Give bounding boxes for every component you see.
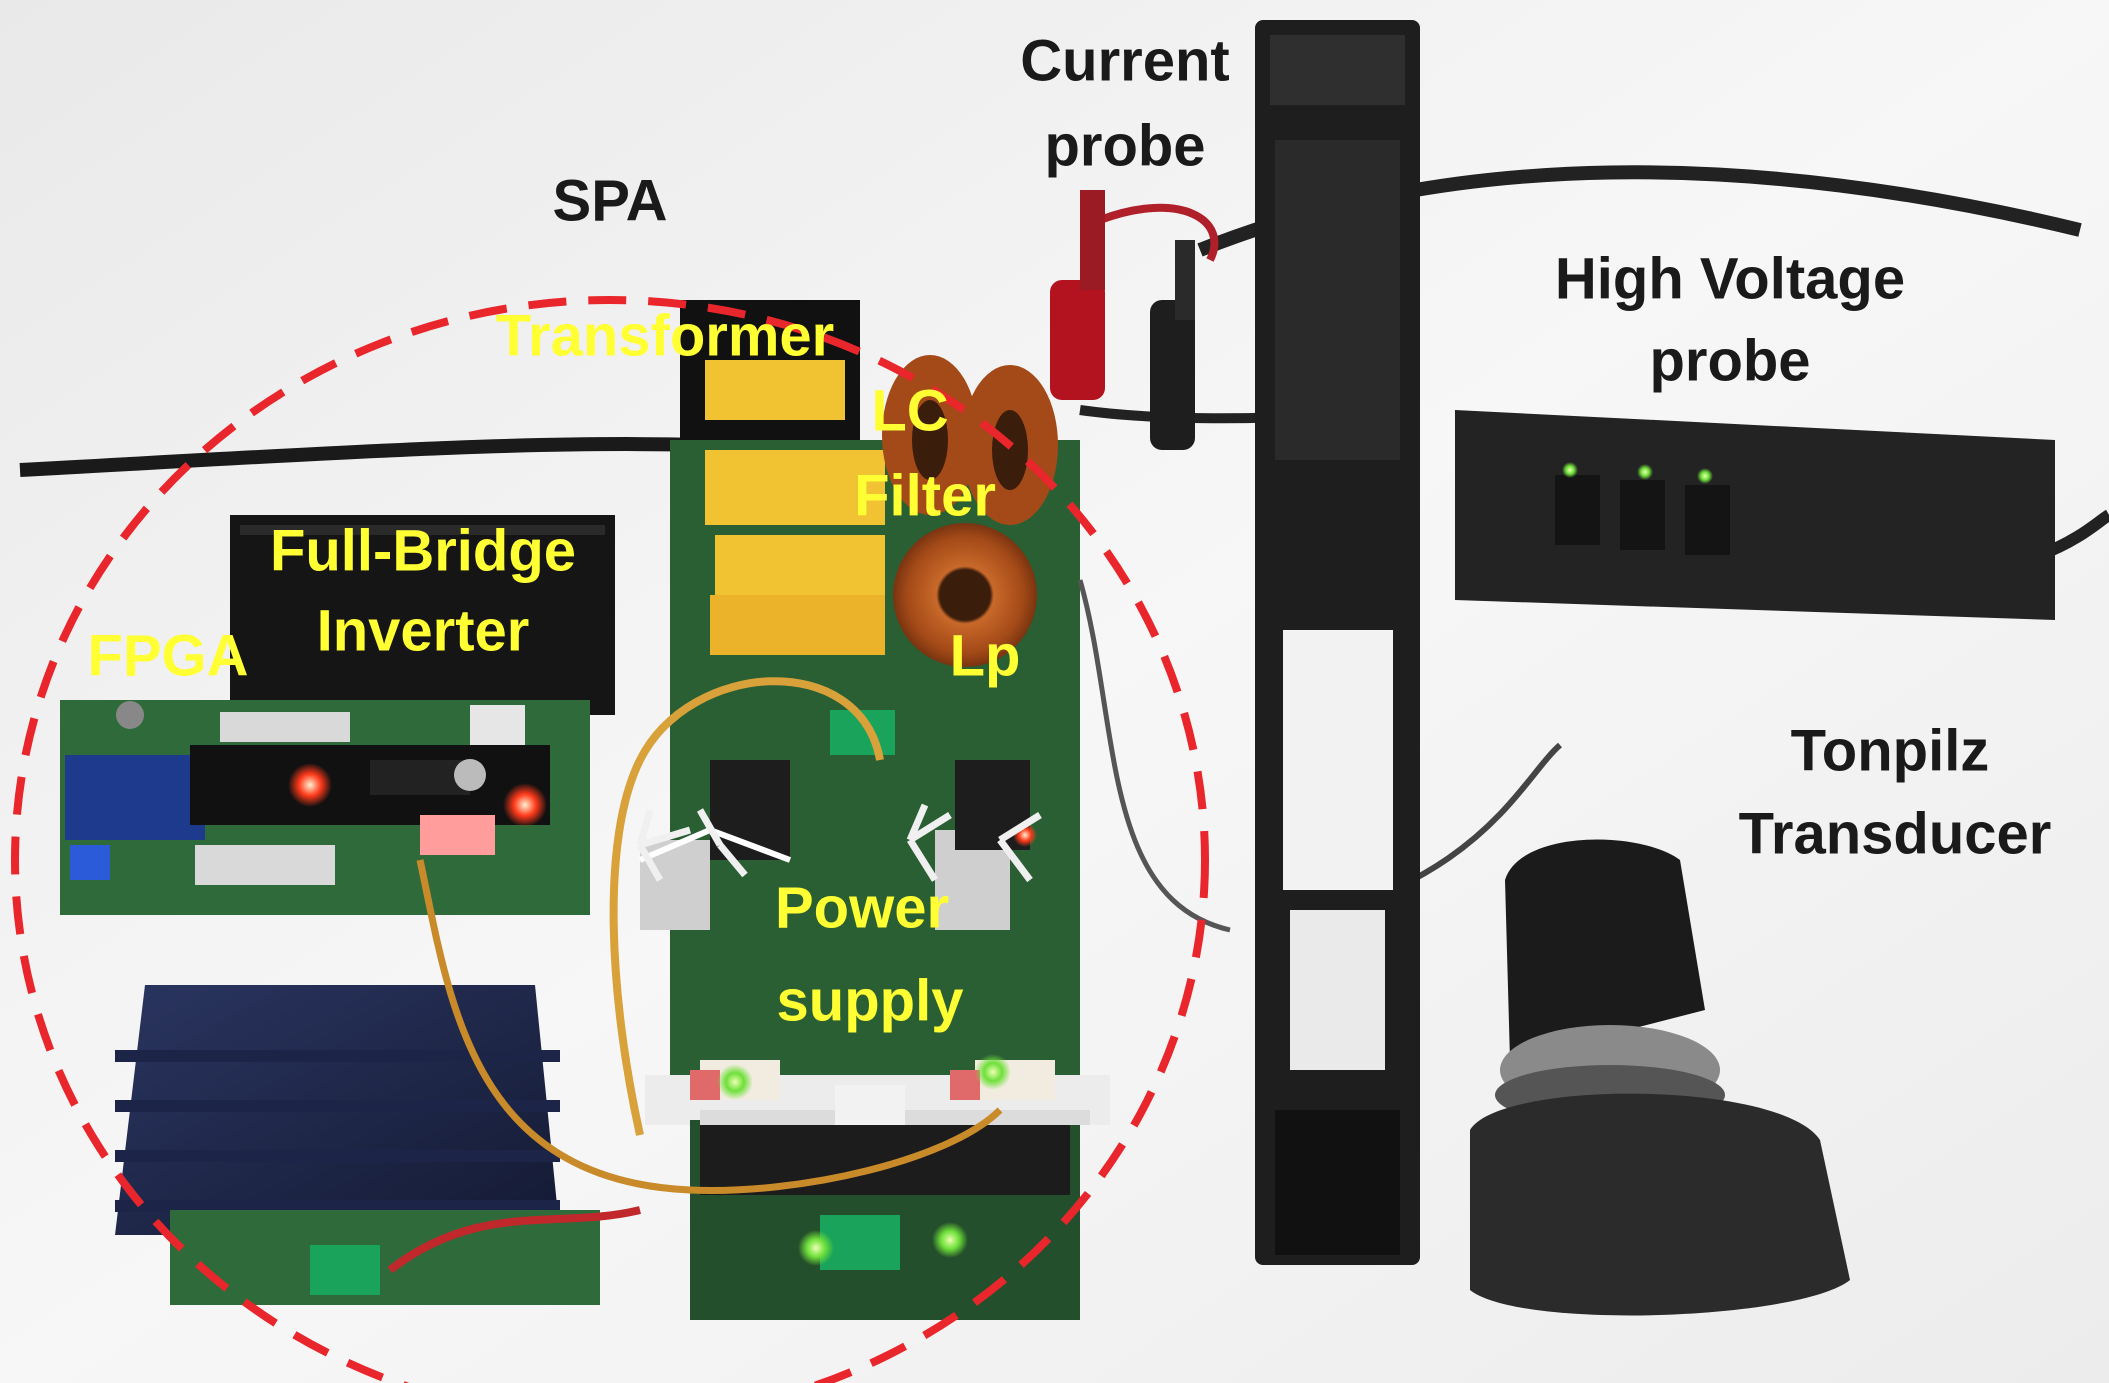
tonpilz-transducer (1470, 839, 1850, 1316)
blue-heatsink (115, 985, 560, 1235)
black-cable-left (19, 437, 701, 477)
heat-fins (636, 803, 1042, 883)
lc-filter-inductors (882, 355, 1058, 525)
label-lc: LC (871, 378, 948, 443)
label-high-voltage-line1: High Voltage (1555, 246, 1905, 311)
full-bridge-heatsink (230, 515, 615, 715)
lp-inductor (893, 523, 1037, 667)
label-filter: Filter (854, 463, 996, 528)
capacitors (705, 450, 885, 655)
label-transformer: Transformer (496, 303, 834, 368)
probe-wire-grey (1077, 579, 1231, 933)
high-voltage-probe-body (1455, 410, 2055, 620)
label-current-probe-line2: probe (1044, 113, 1205, 178)
label-lp: Lp (950, 623, 1021, 688)
fpga-board (60, 700, 590, 915)
transformer (680, 300, 860, 440)
label-transducer: Transducer (1739, 801, 2052, 866)
label-supply: supply (777, 968, 964, 1033)
label-fpga: FPGA (87, 623, 248, 688)
spa-boundary-circle (11, 296, 1209, 1383)
label-inverter: Inverter (317, 598, 530, 663)
label-current-probe-line1: Current (1020, 28, 1229, 93)
label-power: Power (775, 875, 949, 940)
red-probe-clip (1050, 190, 1219, 400)
twisted-wire-b (416, 859, 1003, 1194)
twisted-wire-a (609, 677, 884, 1136)
power-cable (387, 1206, 641, 1274)
label-tonpilz: Tonpilz (1791, 718, 1990, 783)
power-module-right (935, 760, 1055, 1100)
label-high-voltage-line2: probe (1649, 328, 1810, 393)
black-probe-clip (1150, 240, 1195, 450)
label-full-bridge: Full-Bridge (270, 518, 576, 583)
power-module-left (638, 760, 905, 1125)
base-pcb-left (170, 1210, 600, 1305)
label-spa: SPA (553, 168, 668, 233)
current-probe-body (1255, 20, 1420, 1265)
